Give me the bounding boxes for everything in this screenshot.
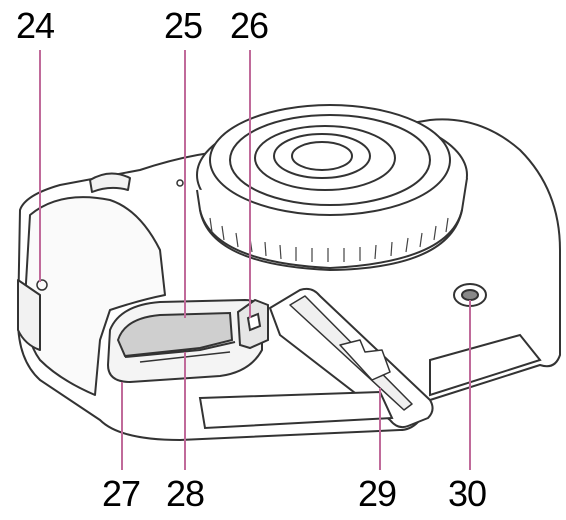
callout-29: 29 (358, 473, 397, 514)
callout-27: 27 (102, 473, 141, 514)
callout-28: 28 (166, 473, 205, 514)
callout-25: 25 (164, 5, 203, 46)
leader-lines (39, 50, 471, 470)
strap-hook-hole (36, 279, 48, 291)
callout-26: 26 (230, 5, 269, 46)
callout-30: 30 (448, 473, 487, 514)
callout-24: 24 (16, 5, 55, 46)
grip (24, 196, 166, 396)
